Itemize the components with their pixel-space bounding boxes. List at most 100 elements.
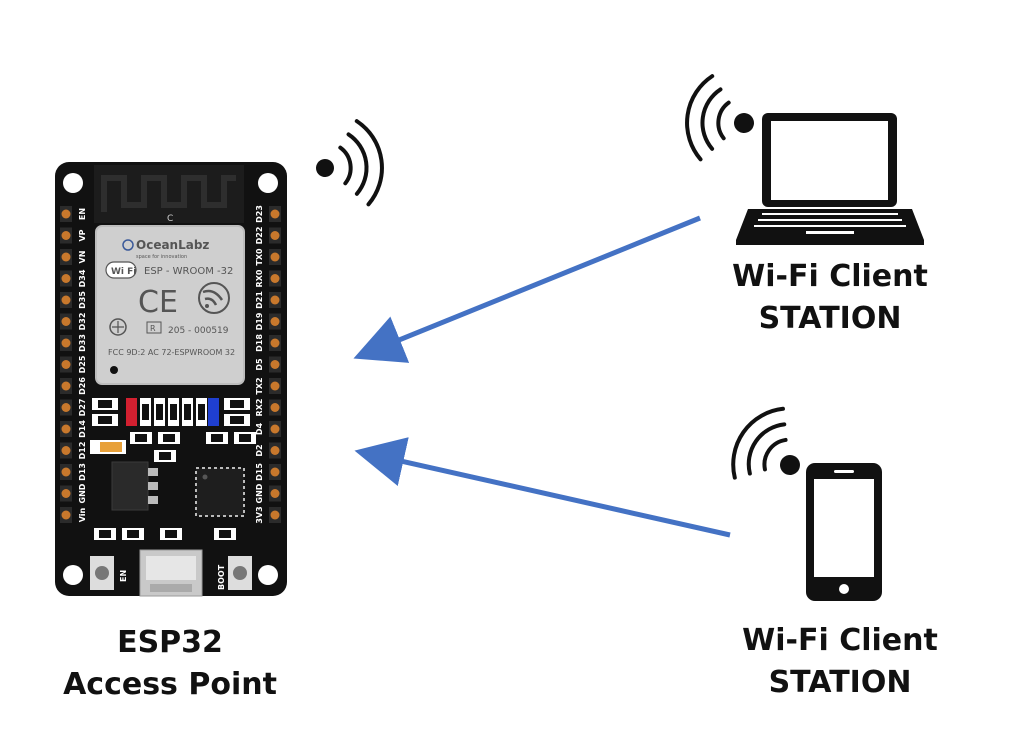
pin-label-d27: D27 bbox=[78, 399, 87, 417]
pin-label-d2: D2 bbox=[255, 444, 264, 456]
pin-hole bbox=[61, 510, 71, 520]
pin-hole bbox=[270, 403, 280, 412]
esp32-caption: ESP32 Access Point bbox=[40, 622, 300, 706]
svg-text:space for innovation: space for innovation bbox=[136, 254, 187, 260]
phone-client-caption: Wi-Fi Client STATION bbox=[710, 620, 970, 704]
r-mark-box bbox=[146, 321, 162, 334]
left-pin-header: ENVPVND34D35D32D33D25D26D27D14D12D13GNDV… bbox=[60, 206, 87, 523]
pin-label-d23: D23 bbox=[255, 205, 264, 223]
en-button bbox=[90, 556, 114, 590]
pin-label-3v3: 3V3 bbox=[255, 506, 264, 523]
oceanlabz-logo: OceanLabz space for innovation bbox=[122, 238, 209, 260]
pin-hole bbox=[270, 231, 280, 240]
laptop-client-caption: Wi-Fi Client STATION bbox=[700, 256, 960, 340]
pin-label-rx2: RX2 bbox=[255, 399, 264, 417]
micro-usb-port bbox=[139, 549, 203, 597]
pin-hole bbox=[270, 360, 280, 369]
pin-hole bbox=[61, 489, 71, 498]
r-mark: R bbox=[150, 324, 156, 333]
smartphone-icon bbox=[806, 463, 882, 601]
pin1-dot bbox=[110, 366, 118, 374]
pin-label-d15: D15 bbox=[255, 463, 264, 481]
module-model: ESP - WROOM -32 bbox=[144, 266, 233, 277]
pin-label-d5: D5 bbox=[255, 358, 264, 371]
pin-hole bbox=[270, 274, 280, 283]
telec-mark-icon bbox=[109, 318, 127, 336]
pin-label-vn: VN bbox=[78, 251, 87, 264]
pin-hole bbox=[270, 295, 280, 305]
antenna-area bbox=[94, 165, 244, 223]
pin-label-tx2: TX2 bbox=[255, 377, 264, 394]
cert-number: 205 - 000519 bbox=[168, 326, 229, 336]
esp32-wifi-signal-icon bbox=[316, 119, 384, 207]
fcc-line: FCC 9D:2 AC 72-ESPWROOM 32 bbox=[108, 348, 235, 357]
pin-label-d33: D33 bbox=[78, 334, 87, 352]
pin-label-d25: D25 bbox=[78, 355, 87, 373]
laptop-icon bbox=[736, 113, 924, 245]
pin-label-vp: VP bbox=[78, 229, 87, 241]
pin-hole bbox=[61, 424, 71, 434]
pin-hole bbox=[61, 381, 71, 391]
pin-hole bbox=[270, 381, 280, 391]
ce-mark: CE bbox=[138, 285, 178, 320]
pin-label-d14: D14 bbox=[78, 420, 87, 438]
pin-label-d22: D22 bbox=[255, 227, 264, 245]
pin-hole bbox=[61, 209, 71, 219]
pin-label-tx0: TX0 bbox=[255, 248, 264, 266]
pin-hole bbox=[61, 403, 71, 412]
amber-capacitor bbox=[100, 442, 122, 452]
boot-button-label: BOOT bbox=[217, 564, 226, 590]
pin-label-d21: D21 bbox=[255, 291, 264, 309]
pin-hole bbox=[270, 209, 280, 219]
pin-hole bbox=[270, 252, 280, 262]
pin-hole bbox=[61, 295, 71, 305]
en-button-label: EN bbox=[119, 570, 128, 582]
pin-label-gnd: GND bbox=[78, 483, 87, 503]
esp32-board: C OceanLabz space for innovation Wi Fi E… bbox=[55, 162, 287, 597]
espressif-logo-icon bbox=[198, 282, 230, 314]
pin-hole bbox=[61, 231, 71, 240]
laptop-caption-line1: Wi-Fi Client bbox=[732, 259, 928, 294]
esp32-caption-line2: Access Point bbox=[63, 667, 277, 702]
pin-hole bbox=[61, 317, 71, 326]
pin-label-d35: D35 bbox=[78, 291, 87, 309]
pin-label-d34: D34 bbox=[78, 269, 87, 287]
pin-label-d26: D26 bbox=[78, 377, 87, 395]
phone-caption-line2: STATION bbox=[768, 665, 912, 700]
laptop-wifi-signal-icon bbox=[685, 74, 754, 162]
laptop-to-esp32-arrow-icon bbox=[353, 215, 701, 363]
usb-uart-chip bbox=[195, 467, 245, 517]
pin-hole bbox=[270, 317, 280, 326]
pin-label-vin: Vin bbox=[78, 507, 87, 522]
right-pin-header: D23D22TX0RX0D21D19D18D5TX2RX2D4D2D15GND3… bbox=[255, 205, 281, 524]
pin-hole bbox=[270, 467, 280, 477]
phone-to-esp32-arrow-icon bbox=[354, 437, 731, 538]
mounting-hole bbox=[63, 173, 83, 193]
smd-components bbox=[90, 398, 256, 462]
phone-caption-line1: Wi-Fi Client bbox=[742, 623, 938, 658]
pin-label-en: EN bbox=[78, 208, 87, 220]
pin-hole bbox=[61, 274, 71, 283]
esp32-caption-line1: ESP32 bbox=[117, 625, 223, 660]
pin-hole bbox=[61, 252, 71, 262]
red-led bbox=[126, 398, 137, 426]
antenna-trace bbox=[101, 175, 236, 212]
pin-hole bbox=[270, 424, 280, 434]
pin-hole bbox=[61, 446, 71, 455]
pin-hole bbox=[270, 510, 280, 520]
svg-text:Wi Fi: Wi Fi bbox=[111, 267, 136, 277]
pin-hole bbox=[270, 446, 280, 455]
pin-label-rx0: RX0 bbox=[255, 269, 264, 287]
blue-led bbox=[208, 398, 219, 426]
phone-wifi-signal-icon bbox=[731, 406, 800, 480]
pin-hole bbox=[61, 338, 71, 348]
pin-hole bbox=[270, 338, 280, 348]
laptop-caption-line2: STATION bbox=[758, 301, 902, 336]
pin-label-d32: D32 bbox=[78, 313, 87, 331]
pin-hole bbox=[270, 489, 280, 498]
mounting-hole bbox=[258, 565, 278, 585]
pin-label-d19: D19 bbox=[255, 312, 264, 330]
pin-label-d4: D4 bbox=[255, 422, 264, 435]
pin-label-d18: D18 bbox=[255, 334, 264, 352]
